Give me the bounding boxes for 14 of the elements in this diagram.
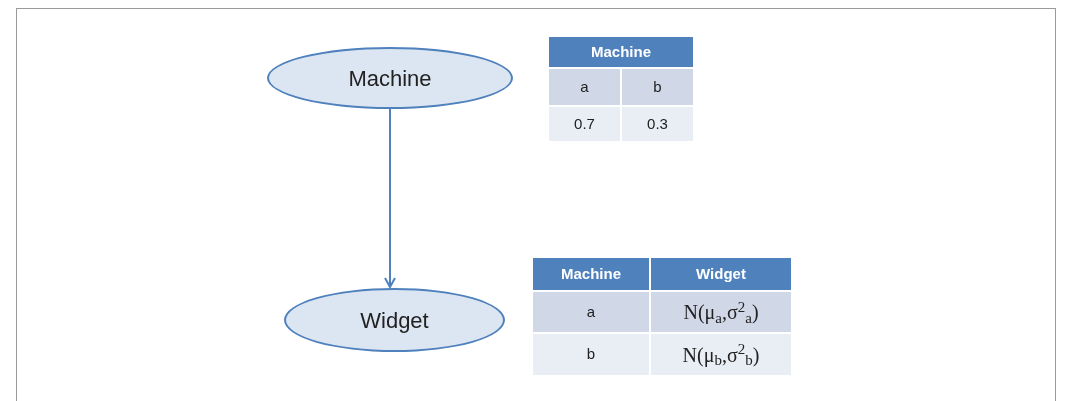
table-cell: a xyxy=(533,292,649,332)
table-cell: a xyxy=(549,69,620,105)
table-header: Machine xyxy=(549,37,693,67)
ellipse-node: Widget xyxy=(284,288,505,352)
table-cell: 0.7 xyxy=(549,107,620,141)
table-cell: N(μ$_{a}$,σ$^{2}$$_{a}$) xyxy=(651,292,791,332)
table-header: Machine xyxy=(533,258,649,290)
table-cell: 0.3 xyxy=(622,107,693,141)
table-cell: b xyxy=(622,69,693,105)
ellipse-node: Machine xyxy=(267,47,513,109)
table-cell: N(μ$_{b}$,σ$^{2}$$_{b}$) xyxy=(651,334,791,375)
table-cell: b xyxy=(533,334,649,375)
arrow xyxy=(384,108,396,288)
table-header: Widget xyxy=(651,258,791,290)
